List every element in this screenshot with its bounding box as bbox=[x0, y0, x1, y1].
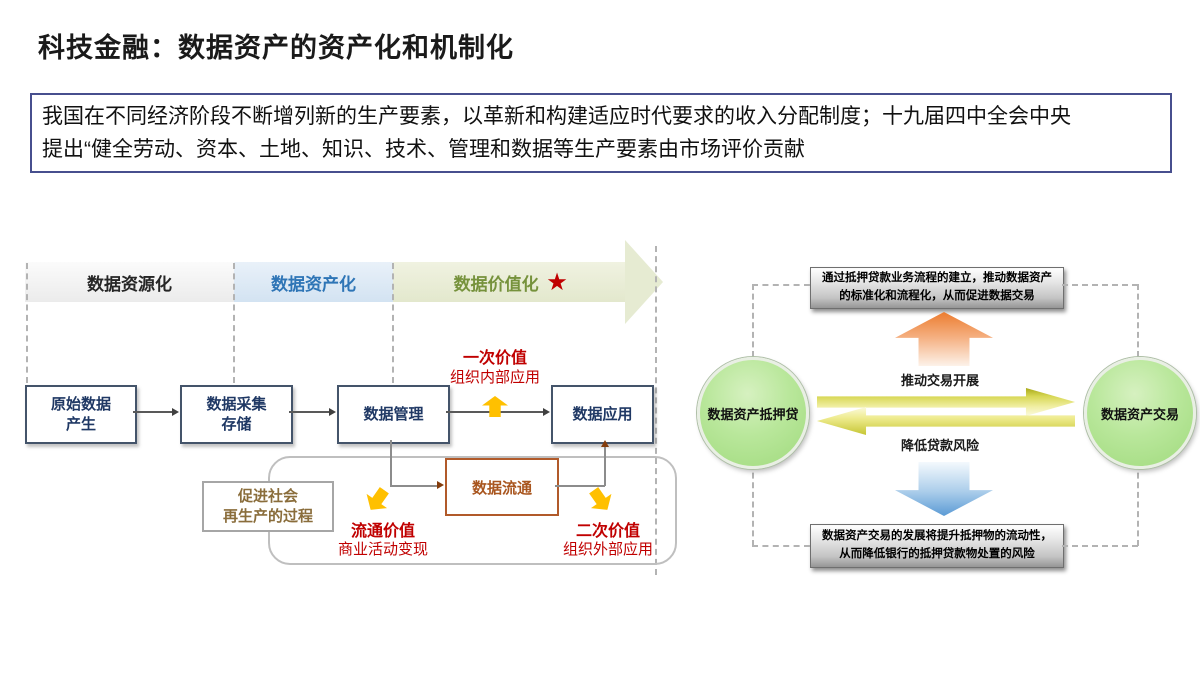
connector-arrowhead-icon bbox=[329, 408, 336, 416]
dashed-connector bbox=[1062, 284, 1138, 286]
flow-box-data-application: 数据应用 bbox=[551, 385, 654, 444]
dashed-connector bbox=[1137, 284, 1139, 357]
phase-segment-value: 数据价值化 ★ bbox=[393, 262, 627, 302]
elbow-line bbox=[390, 485, 437, 487]
orange-up-arrow-icon bbox=[895, 312, 993, 366]
elbow-arrowhead-icon bbox=[437, 481, 444, 489]
gold-up-arrow-icon bbox=[482, 396, 508, 417]
dashed-connector bbox=[752, 463, 754, 546]
dashed-guide-line bbox=[233, 263, 235, 383]
star-icon: ★ bbox=[547, 270, 567, 294]
flow-box-collect-store: 数据采集 存储 bbox=[180, 385, 293, 444]
promote-trade-label: 推动交易开展 bbox=[900, 373, 979, 388]
data-trade-label: 数据资产交易 bbox=[1100, 406, 1179, 422]
elbow-line bbox=[555, 485, 605, 487]
dashed-guide-line bbox=[392, 263, 394, 383]
phase-segment-asset: 数据资产化 bbox=[234, 262, 393, 302]
bottom-note-box: 数据资产交易的发展将提升抵押物的流动性， 从而降低银行的抵押贷款物处置的风险 bbox=[810, 524, 1064, 568]
dashed-connector bbox=[752, 284, 810, 286]
page-title: 科技金融：数据资产的资产化和机制化 bbox=[38, 33, 514, 63]
dashed-connector bbox=[752, 545, 810, 547]
primary-value-title: 一次价值 bbox=[462, 350, 527, 367]
secondary-value-sub: 组织外部应用 bbox=[562, 541, 653, 558]
flow-box-data-management: 数据管理 bbox=[337, 385, 450, 444]
flow-box-raw-data-line1: 原始数据 bbox=[50, 395, 111, 413]
bottom-note-line1: 数据资产交易的发展将提升抵押物的流动性， bbox=[822, 530, 1052, 543]
connector-arrowhead-icon bbox=[543, 408, 550, 416]
dashed-connector bbox=[1062, 545, 1138, 547]
circulate-value-title: 流通价值 bbox=[350, 523, 415, 540]
intro-line-2: 提出“健全劳动、资本、土地、知识、技术、管理和数据等生产要素由市场评价贡献 bbox=[42, 138, 805, 161]
circulation-label: 数据流通 bbox=[471, 479, 532, 497]
dashed-guide-line bbox=[26, 263, 28, 383]
blue-down-arrow-icon bbox=[895, 462, 993, 516]
phase-value-label: 数据价值化 bbox=[453, 274, 539, 294]
flow-box-raw-data: 原始数据 产生 bbox=[25, 385, 137, 444]
flow-box-data-circulation: 数据流通 bbox=[445, 458, 559, 516]
top-note-line2: 的标准化和流程化，从而促进数据交易 bbox=[839, 290, 1035, 302]
social-line2: 再生产的过程 bbox=[222, 507, 313, 525]
connector-arrowhead-icon bbox=[172, 408, 179, 416]
reduce-risk-label: 降低贷款风险 bbox=[900, 438, 979, 453]
elbow-line bbox=[604, 446, 606, 486]
bottom-note-line2: 从而降低银行的抵押贷款物处置的风险 bbox=[839, 548, 1035, 560]
flow-box-management-label: 数据管理 bbox=[363, 405, 424, 423]
social-line1: 促进社会 bbox=[237, 487, 298, 505]
connector-line bbox=[289, 411, 332, 413]
phase-asset-label: 数据资产化 bbox=[271, 274, 356, 294]
circulate-value-sub: 商业活动变现 bbox=[337, 541, 428, 558]
connector-line bbox=[133, 411, 175, 413]
top-note-line1: 通过抵押贷款业务流程的建立，推动数据资产 bbox=[822, 272, 1052, 285]
pledge-loan-label: 数据资产抵押贷 bbox=[707, 406, 799, 422]
elbow-arrowhead-up-icon bbox=[601, 440, 609, 447]
phase-segment-resource: 数据资源化 bbox=[25, 262, 234, 302]
dashed-connector bbox=[1137, 463, 1139, 546]
pledge-loan-circle: 数据资产抵押贷 bbox=[697, 357, 809, 469]
intro-line-1: 我国在不同经济阶段不断增列新的生产要素，以革新和构建适应时代要求的收入分配制度；… bbox=[42, 105, 1071, 128]
phase-arrowhead-icon bbox=[625, 240, 663, 324]
phase-resource-label: 数据资源化 bbox=[87, 274, 172, 294]
data-trade-circle: 数据资产交易 bbox=[1084, 357, 1196, 469]
flow-box-application-label: 数据应用 bbox=[572, 405, 633, 423]
primary-value-sub: 组织内部应用 bbox=[449, 369, 540, 386]
flow-box-collect-line2: 存储 bbox=[221, 415, 252, 433]
flow-box-collect-line1: 数据采集 bbox=[206, 395, 267, 413]
flow-box-raw-data-line2: 产生 bbox=[65, 415, 96, 433]
dashed-connector bbox=[752, 284, 754, 357]
intro-box: 我国在不同经济阶段不断增列新的生产要素，以革新和构建适应时代要求的收入分配制度；… bbox=[30, 93, 1172, 173]
social-reproduction-box: 促进社会 再生产的过程 bbox=[202, 481, 334, 532]
secondary-value-title: 二次价值 bbox=[575, 523, 640, 540]
dashed-guide-line bbox=[655, 246, 657, 575]
top-note-box: 通过抵押贷款业务流程的建立，推动数据资产 的标准化和流程化，从而促进数据交易 bbox=[810, 267, 1064, 309]
elbow-line bbox=[390, 440, 392, 486]
